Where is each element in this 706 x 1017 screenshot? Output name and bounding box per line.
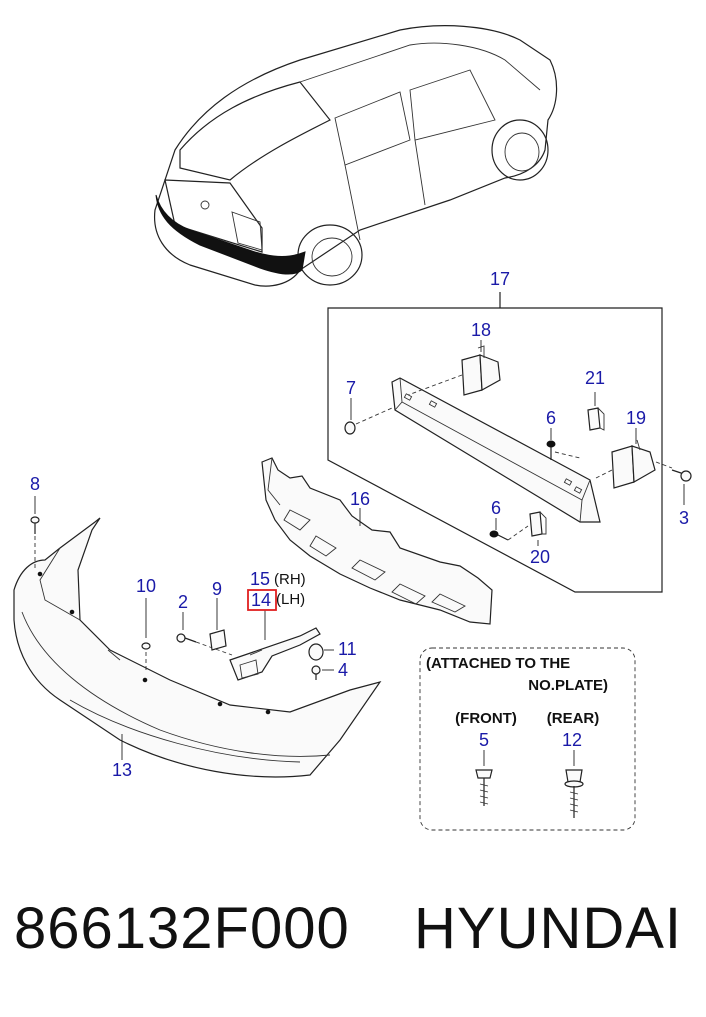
callout-18: 18 <box>471 320 491 340</box>
part-number: 866132F000 <box>14 896 350 961</box>
energy-absorber <box>261 457 493 625</box>
callout-6-upper: 6 <box>546 408 556 428</box>
plate-fastener-box <box>419 647 636 831</box>
nut-11 <box>308 643 334 661</box>
callout-4: 4 <box>338 660 348 680</box>
callout-20: 20 <box>530 547 550 567</box>
clip-8 <box>30 496 40 570</box>
callout-16: 16 <box>350 489 370 509</box>
callout-15-side: (RH) <box>274 571 306 588</box>
clip-21 <box>587 392 605 431</box>
callout-2: 2 <box>178 592 188 612</box>
callout-3: 3 <box>679 508 689 528</box>
note-line-1: (ATTACHED TO THE <box>426 655 570 672</box>
callout-11: 11 <box>338 639 357 659</box>
callout-19: 19 <box>626 408 646 428</box>
bolt-6-upper <box>546 428 581 460</box>
car-rear-bumper-highlight <box>155 194 306 275</box>
car-illustration <box>153 25 558 287</box>
clip-10 <box>141 598 151 672</box>
callout-6-lower: 6 <box>491 498 501 518</box>
note-front: (FRONT) <box>455 710 517 727</box>
footer-caption: 866132F000 HYUNDAI <box>0 895 706 975</box>
nut-7 <box>344 398 393 435</box>
bolt-4 <box>311 665 334 680</box>
screw-5 <box>475 750 493 806</box>
bracket-19 <box>595 428 656 489</box>
callout-14-side: (LH) <box>276 591 305 608</box>
side-bracket <box>229 610 321 681</box>
callout-14: 14 <box>251 590 271 610</box>
brand-name: HYUNDAI <box>414 896 683 961</box>
highlight-box-14 <box>247 589 277 611</box>
callout-7: 7 <box>346 378 356 398</box>
bolt-6-lower <box>489 518 529 541</box>
callout-8: 8 <box>30 474 40 494</box>
note-rear: (REAR) <box>547 710 600 727</box>
screw-2 <box>176 612 233 656</box>
reinforcement-assembly-box <box>327 292 663 593</box>
callout-17: 17 <box>490 269 510 289</box>
parts-diagram: 17 18 7 21 6 19 3 8 16 6 20 10 2 9 15 (R… <box>13 25 692 831</box>
callout-12: 12 <box>562 730 582 750</box>
callout-9: 9 <box>212 579 222 599</box>
bumper-cover <box>13 517 382 778</box>
bracket-18 <box>407 340 501 396</box>
callout-5: 5 <box>479 730 489 750</box>
pad-9 <box>209 598 227 651</box>
bolt-3 <box>655 461 692 505</box>
clip-20 <box>529 511 547 546</box>
callout-10: 10 <box>136 576 156 596</box>
note-line-2: NO.PLATE) <box>528 677 608 694</box>
callout-15: 15 <box>250 569 270 589</box>
callout-13: 13 <box>112 760 132 780</box>
bolt-12 <box>564 750 584 818</box>
bumper-beam <box>391 377 601 523</box>
callout-21: 21 <box>585 368 605 388</box>
